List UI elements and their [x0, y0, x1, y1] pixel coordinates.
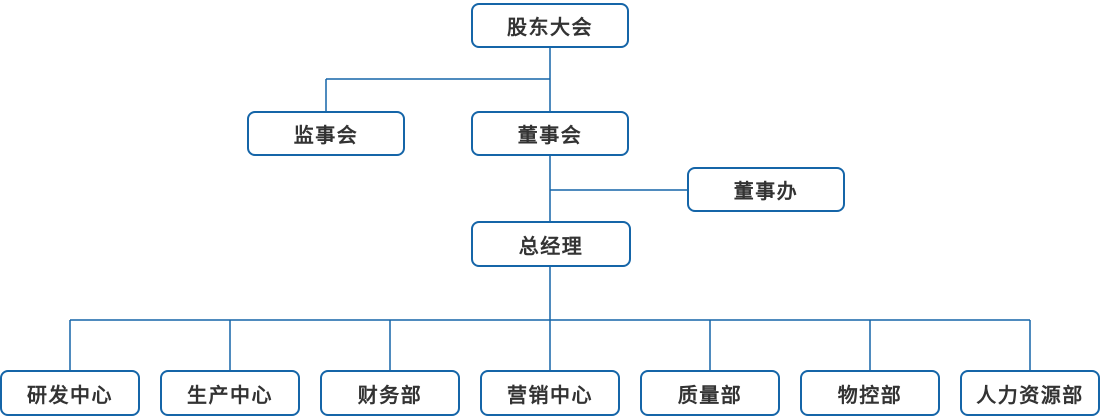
- node-label: 总经理: [518, 235, 584, 258]
- node-label: 研发中心: [27, 384, 113, 407]
- node-label: 股东大会: [507, 17, 593, 39]
- node-dept-production-center: 生产中心: [160, 370, 300, 416]
- node-supervisory-board: 监事会: [247, 111, 405, 156]
- node-board-of-directors: 董事会: [471, 111, 629, 156]
- node-label: 董事会: [517, 125, 583, 147]
- node-label: 营销中心: [507, 384, 593, 407]
- node-label: 质量部: [677, 384, 743, 407]
- node-dept-human-resources: 人力资源部: [960, 370, 1100, 416]
- node-dept-material-control: 物控部: [800, 370, 940, 416]
- node-dept-marketing-center: 营销中心: [480, 370, 620, 416]
- node-label: 董事办: [733, 181, 799, 203]
- node-label: 人力资源部: [976, 384, 1084, 407]
- node-general-manager: 总经理: [471, 221, 631, 267]
- node-dept-quality: 质量部: [640, 370, 780, 416]
- connector-path: [69, 48, 1031, 370]
- node-dept-finance: 财务部: [320, 370, 460, 416]
- node-label: 监事会: [293, 125, 359, 147]
- node-board-office: 董事办: [687, 167, 845, 212]
- node-shareholders-meeting: 股东大会: [471, 3, 629, 48]
- node-label: 财务部: [357, 384, 423, 407]
- node-dept-rd-center: 研发中心: [0, 370, 140, 416]
- node-label: 物控部: [837, 384, 903, 407]
- node-label: 生产中心: [187, 384, 273, 407]
